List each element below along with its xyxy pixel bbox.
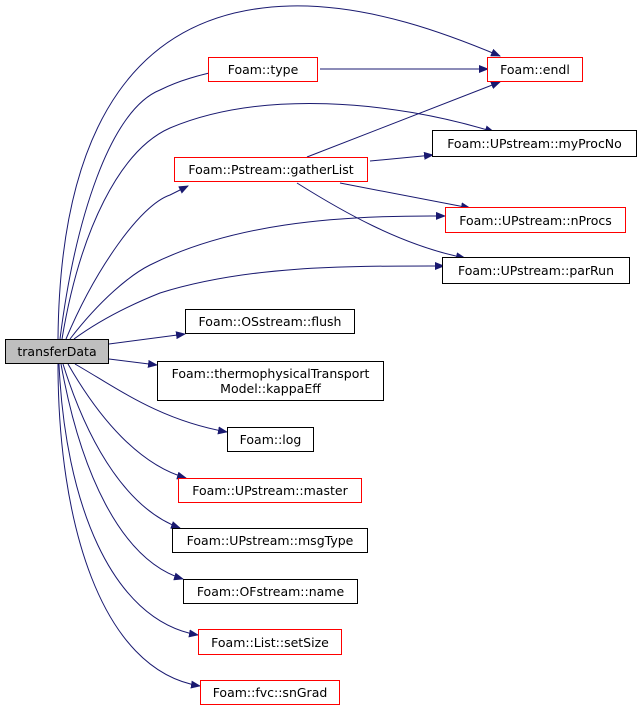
edge-root-kappaEff <box>108 358 158 368</box>
edge-root-log <box>74 363 228 435</box>
node-transferData: transferData <box>5 339 109 364</box>
node-nProcs[interactable]: Foam::UPstream::nProcs <box>445 207 626 233</box>
node-name[interactable]: Foam::OFstream::name <box>183 579 358 604</box>
node-label: Foam::fvc::snGrad <box>212 685 328 700</box>
edge-root-nProcs <box>69 211 446 340</box>
edge-gatherList-parRun <box>296 182 466 261</box>
node-label: Foam::type <box>227 62 299 77</box>
node-log[interactable]: Foam::log <box>227 427 314 452</box>
node-myProcNo[interactable]: Foam::UPstream::myProcNo <box>432 130 637 157</box>
node-label: Foam::endl <box>500 62 570 77</box>
node-label: Foam::OSstream::flush <box>198 314 342 329</box>
node-msgType[interactable]: Foam::UPstream::msgType <box>172 528 368 553</box>
node-label: Foam::Pstream::gatherList <box>188 162 354 177</box>
node-kappaEff[interactable]: Foam::thermophysicalTransport Model::kap… <box>157 361 384 401</box>
edge-root-parRun <box>73 261 445 340</box>
node-gatherList[interactable]: Foam::Pstream::gatherList <box>174 157 368 182</box>
node-label: Foam::UPstream::nProcs <box>459 212 612 228</box>
edge-root-name <box>60 363 184 581</box>
edge-gatherList-endl <box>306 81 501 158</box>
edge-gatherList-nProcs <box>339 182 471 211</box>
node-label: Foam::List::setSize <box>211 634 329 650</box>
edge-root-myProcNo <box>61 103 495 340</box>
edge-root-endl <box>57 5 501 340</box>
node-endl[interactable]: Foam::endl <box>487 57 583 82</box>
node-flush[interactable]: Foam::OSstream::flush <box>185 309 355 334</box>
node-label: Foam::log <box>239 432 302 447</box>
edge-root-master <box>67 363 187 480</box>
node-label: transferData <box>17 344 97 359</box>
edge-root-setSize <box>58 363 199 638</box>
edge-root-gatherList <box>65 185 189 340</box>
node-master[interactable]: Foam::UPstream::master <box>178 478 362 503</box>
node-label: Foam::OFstream::name <box>196 584 345 599</box>
edge-root-flush <box>108 331 186 345</box>
edge-root-type <box>59 68 223 340</box>
node-label: Foam::UPstream::parRun <box>457 263 615 278</box>
node-label: Foam::UPstream::msgType <box>186 533 354 548</box>
node-label: Foam::thermophysicalTransport Model::kap… <box>171 366 370 396</box>
node-snGrad[interactable]: Foam::fvc::snGrad <box>200 680 340 705</box>
node-type[interactable]: Foam::type <box>208 57 318 82</box>
edge-gatherList-myProcNo <box>369 151 434 162</box>
node-setSize[interactable]: Foam::List::setSize <box>198 629 342 655</box>
edge-root-snGrad <box>57 363 201 689</box>
node-label: Foam::UPstream::myProcNo <box>447 136 622 151</box>
edge-root-msgType <box>62 363 181 529</box>
node-label: Foam::UPstream::master <box>192 483 348 498</box>
node-parRun[interactable]: Foam::UPstream::parRun <box>442 257 630 284</box>
